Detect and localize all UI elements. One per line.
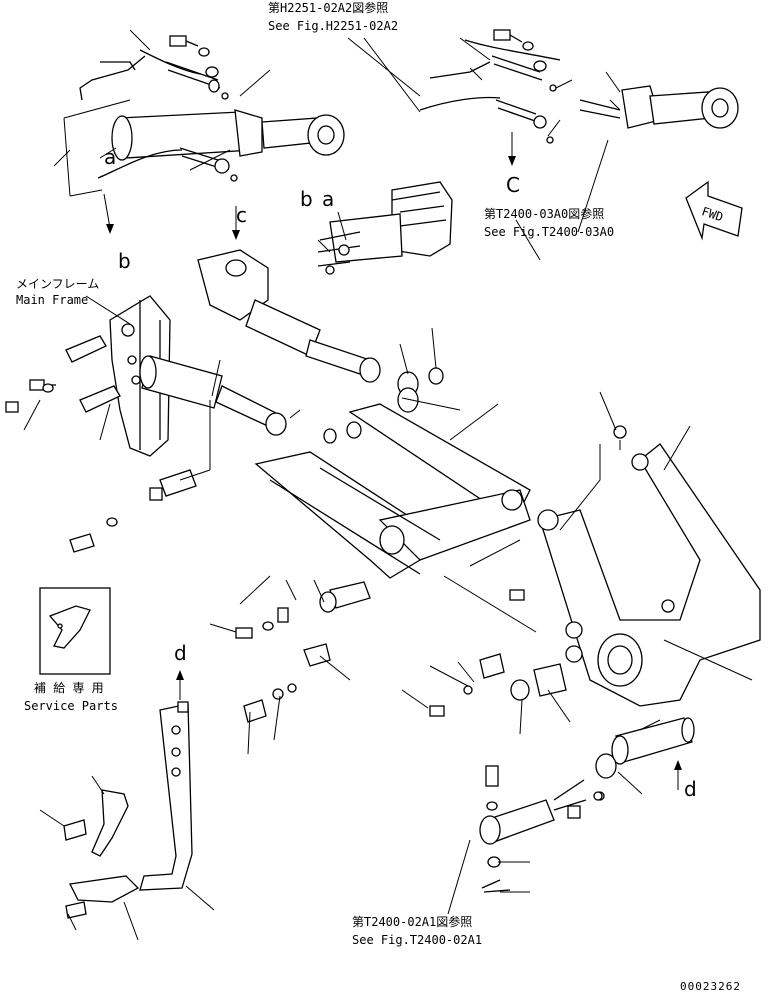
ref-top-en: See Fig.H2251-02A2 [268,19,398,33]
main-frame [109,249,269,457]
main-frame-label-ja: メインフレーム [16,277,99,291]
bushings-center [323,367,444,444]
shank-frame [254,403,531,579]
callout-d-left: d [174,641,187,665]
callout-a-left: a [104,145,116,169]
drawing-number: 00023262 [680,980,741,993]
tilt-cylinder-upper [245,299,381,383]
tilt-cylinder-lower [139,355,287,436]
bolt-set-top-left [165,35,238,182]
lift-cylinder-left [79,49,345,179]
lift-cylinder-right [419,39,739,129]
pin-lower-right [553,717,695,801]
service-parts-label-ja: 補 給 専 用 [34,681,104,695]
ripper-tip [65,875,140,919]
callout-c-mid: c [236,203,247,227]
callout-b-left: b [118,249,131,273]
ref-top-ja: 第H2251-02A2図参照 [268,0,388,15]
shank-protector [63,789,129,857]
ripper-cylinder-bottom [479,765,603,893]
main-frame-label-en: Main Frame [16,293,88,307]
callout-b-valve: b [300,187,313,211]
callout-a-valve: a [322,187,334,211]
pin-assembly-center [235,581,567,723]
bolt-set-top-right [491,29,557,144]
service-parts-box [39,587,111,675]
rear-frame [537,425,761,707]
ref-bottom-ja: 第T2400-02A1図参照 [352,914,472,929]
ref-right-en: See Fig.T2400-03A0 [484,225,614,239]
pins-left [5,335,197,553]
fwd-label: FWD [700,204,725,224]
ref-bottom-en: See Fig.T2400-02A1 [352,933,482,947]
callout-c-right: C [506,173,520,197]
direction-arrows [103,132,682,790]
leader-lines [23,29,753,941]
ref-right-ja: 第T2400-03A0図参照 [484,206,604,221]
service-parts-label-en: Service Parts [24,699,118,713]
bracket-left [63,99,131,197]
ripper-shank [139,701,193,891]
fwd-arrow-icon [685,180,743,241]
callout-d-right: d [684,777,697,801]
control-valve-assembly [317,181,453,275]
